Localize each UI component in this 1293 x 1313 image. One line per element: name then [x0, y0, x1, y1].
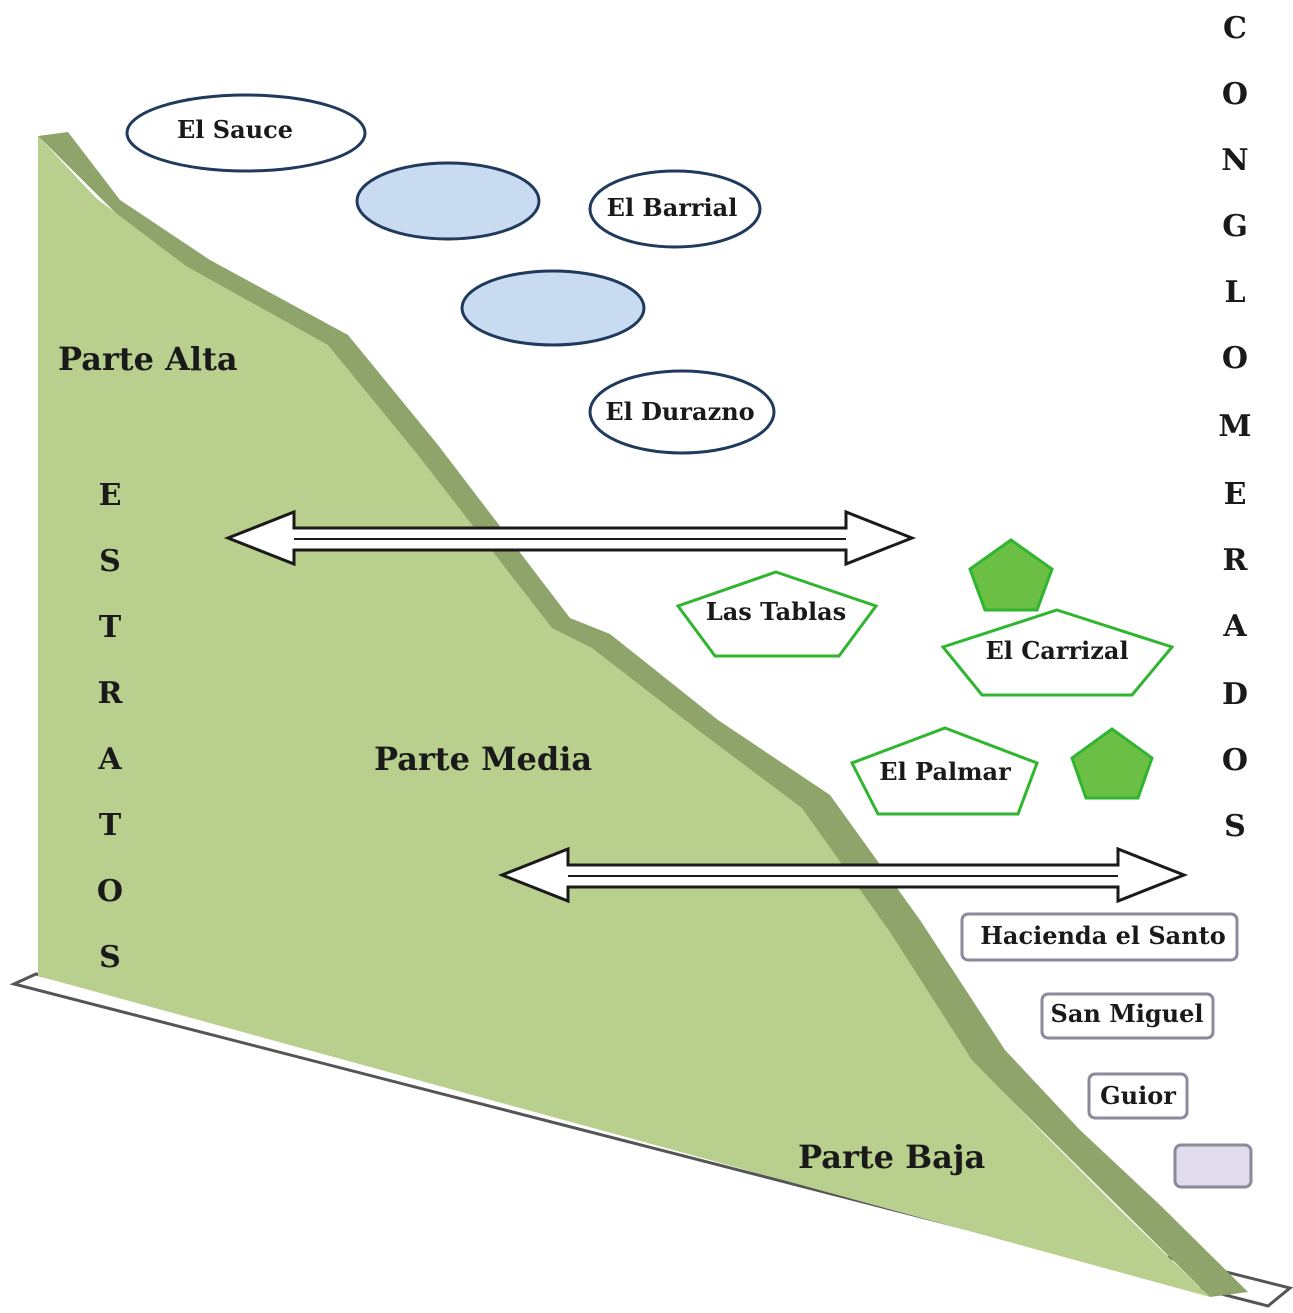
conglomerados-letter: E	[1224, 477, 1247, 512]
conglomerados-letter: A	[1222, 609, 1247, 644]
ellipse-label: El Durazno	[605, 397, 754, 426]
conglomerados-letter: O	[1222, 341, 1248, 376]
rect-label: San Miguel	[1051, 999, 1204, 1028]
estratos-letter: E	[99, 478, 122, 513]
conglomerados-letter: G	[1222, 209, 1248, 244]
conglomerados-letter: R	[1223, 543, 1249, 578]
zone-label-alta: Parte Alta	[58, 340, 238, 378]
ellipse-filled	[460, 269, 646, 347]
ellipse-el-sauce: El Sauce	[125, 93, 367, 173]
rect-label: Guior	[1100, 1081, 1176, 1110]
estratos-letter: O	[97, 874, 123, 909]
estratos-letter: T	[99, 808, 122, 843]
ellipse-el-barrial: El Barrial	[588, 169, 762, 249]
estratos-letter: A	[97, 742, 122, 777]
pentagon-el-palmar: El Palmar	[849, 726, 1039, 816]
conglomerados-letter: L	[1224, 275, 1245, 310]
pentagon-label: El Carrizal	[985, 636, 1128, 665]
rect-filled	[1173, 1143, 1253, 1189]
pentagon-label: El Palmar	[879, 757, 1011, 786]
zone-label-media: Parte Media	[374, 740, 592, 778]
conglomerados-letter: O	[1222, 77, 1248, 112]
slope-face	[38, 136, 1210, 1297]
rect-guior: Guior	[1087, 1072, 1189, 1120]
estratos-vertical: E S T R A T O S	[97, 478, 124, 975]
ellipse-el-durazno: El Durazno	[588, 369, 776, 455]
pentagon-filled	[968, 538, 1054, 612]
pentagon-el-carrizal: El Carrizal	[940, 608, 1175, 697]
conglomerados-vertical: C O N G L O M E R A D O S	[1218, 11, 1251, 844]
conglomerados-letter: D	[1222, 677, 1248, 712]
conglomerados-letter: M	[1218, 409, 1251, 444]
estratos-letter: R	[98, 676, 124, 711]
rect-label: Hacienda el Santo	[980, 921, 1226, 950]
pentagon-las-tablas: Las Tablas	[675, 570, 879, 658]
conglomerados-letter: N	[1221, 143, 1248, 178]
estratos-letter: S	[99, 544, 121, 579]
rect-hacienda-el-santo: Hacienda el Santo	[960, 912, 1239, 962]
estratos-letter: S	[99, 940, 121, 975]
ellipse-label: El Barrial	[607, 193, 738, 222]
ellipse-label: El Sauce	[177, 115, 293, 144]
conglomerados-letter: S	[1224, 809, 1246, 844]
rect-san-miguel: San Miguel	[1040, 992, 1215, 1040]
conglomerados-letter: O	[1222, 743, 1248, 778]
zone-label-baja: Parte Baja	[798, 1138, 985, 1176]
estratos-letter: T	[99, 610, 122, 645]
ellipse-filled	[355, 161, 541, 241]
pentagon-filled	[1070, 727, 1154, 800]
pentagon-label: Las Tablas	[706, 597, 846, 626]
conglomerados-letter: C	[1223, 11, 1247, 46]
